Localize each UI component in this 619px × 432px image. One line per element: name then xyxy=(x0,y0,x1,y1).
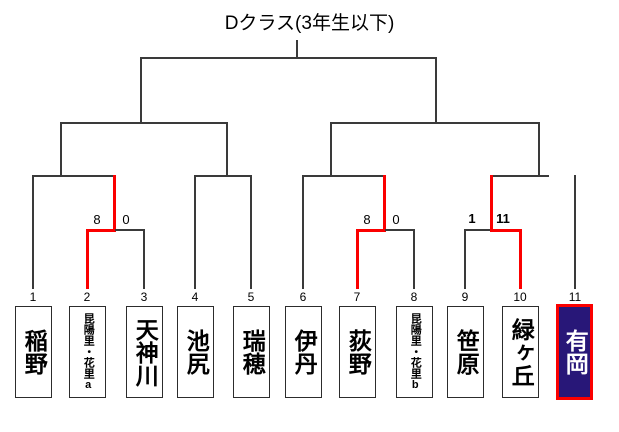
match-9-10-left-score: 1 xyxy=(468,211,476,226)
seed6-drop xyxy=(302,175,304,289)
match-7-8-left-score: 8 xyxy=(363,212,371,227)
team-box-3[interactable]: 天神川 xyxy=(126,306,163,398)
match-7-8-bar-left xyxy=(356,229,386,232)
team-label-5: 瑞穂 xyxy=(239,329,266,375)
team-box-11-champion[interactable]: 有岡 xyxy=(556,304,593,400)
quarter-bar-6-vs-78 xyxy=(302,175,386,177)
seed9-drop xyxy=(464,229,466,289)
team-box-10[interactable]: 緑ヶ丘 xyxy=(502,306,539,398)
team-label-11: 有岡 xyxy=(562,329,589,375)
team-label-6: 伊丹 xyxy=(291,329,318,375)
team-label-2: 昆陽里・花里a xyxy=(82,313,95,391)
team-box-8[interactable]: 昆陽里・花里b xyxy=(396,306,433,398)
seed3-drop xyxy=(143,229,145,289)
match-9-10-right-score: 11 xyxy=(496,211,510,226)
quarter-bar-910-vs-11 xyxy=(491,175,549,177)
seed2-drop xyxy=(86,229,89,289)
match-2-3-bar-right xyxy=(115,229,145,231)
match-9-10-bar-right xyxy=(490,229,522,232)
semifinal-left-leftdrop xyxy=(60,122,62,176)
final-left-drop xyxy=(140,57,142,123)
seed4-drop xyxy=(194,175,196,289)
semifinal-right-leftdrop xyxy=(330,122,332,176)
team-box-1[interactable]: 稲野 xyxy=(15,306,52,398)
seed11-drop xyxy=(574,175,576,289)
team-label-9: 笹原 xyxy=(453,329,480,375)
seed-number-5: 5 xyxy=(247,290,255,304)
team-box-2[interactable]: 昆陽里・花里a xyxy=(69,306,106,398)
team-label-8: 昆陽里・花里b xyxy=(409,313,422,391)
seed-number-1: 1 xyxy=(29,290,37,304)
seed10-drop xyxy=(519,229,522,289)
final-right-drop xyxy=(435,57,437,123)
seed8-drop xyxy=(413,229,415,289)
page-title: Dクラス(3年生以下) xyxy=(224,13,395,34)
team-box-7[interactable]: 荻野 xyxy=(339,306,376,398)
seed-number-9: 9 xyxy=(461,290,469,304)
semifinal-right-bar xyxy=(330,122,540,124)
seed1-drop xyxy=(32,175,34,289)
seed-number-10: 10 xyxy=(513,290,527,304)
team-label-4: 池尻 xyxy=(183,329,210,375)
seed-number-6: 6 xyxy=(299,290,307,304)
seed-number-11: 11 xyxy=(568,290,582,304)
match-7-8-winner-riser xyxy=(383,175,386,231)
match-2-3-left-score: 8 xyxy=(93,212,101,227)
match-2-3-winner-riser xyxy=(113,175,116,231)
seed-number-4: 4 xyxy=(191,290,199,304)
quarter-bar-1-vs-23 xyxy=(32,175,115,177)
match-9-10-winner-riser xyxy=(490,175,493,231)
match-9-10-bar-left xyxy=(464,229,492,231)
match-7-8-bar-right xyxy=(385,229,415,231)
seed-number-7: 7 xyxy=(353,290,361,304)
match-7-8-right-score: 0 xyxy=(392,212,400,227)
semifinal-left-rightdrop xyxy=(226,122,228,176)
team-box-5[interactable]: 瑞穂 xyxy=(233,306,270,398)
team-label-1: 稲野 xyxy=(21,329,48,375)
final-bar xyxy=(140,57,437,59)
match-2-3-right-score: 0 xyxy=(122,212,130,227)
seed-number-3: 3 xyxy=(140,290,148,304)
seed7-drop xyxy=(356,229,359,289)
champion-stem xyxy=(296,40,298,58)
quarter-bar-4-vs-5 xyxy=(194,175,252,177)
seed5-drop xyxy=(250,175,252,289)
semifinal-left-bar xyxy=(60,122,228,124)
team-box-4[interactable]: 池尻 xyxy=(177,306,214,398)
semifinal-right-rightdrop xyxy=(538,122,540,176)
match-2-3-bar-left xyxy=(86,229,116,232)
team-label-10: 緑ヶ丘 xyxy=(508,317,535,387)
team-box-6[interactable]: 伊丹 xyxy=(285,306,322,398)
seed-number-2: 2 xyxy=(83,290,91,304)
seed-number-8: 8 xyxy=(410,290,418,304)
team-label-7: 荻野 xyxy=(345,329,372,375)
team-box-9[interactable]: 笹原 xyxy=(447,306,484,398)
team-label-3: 天神川 xyxy=(132,317,159,387)
